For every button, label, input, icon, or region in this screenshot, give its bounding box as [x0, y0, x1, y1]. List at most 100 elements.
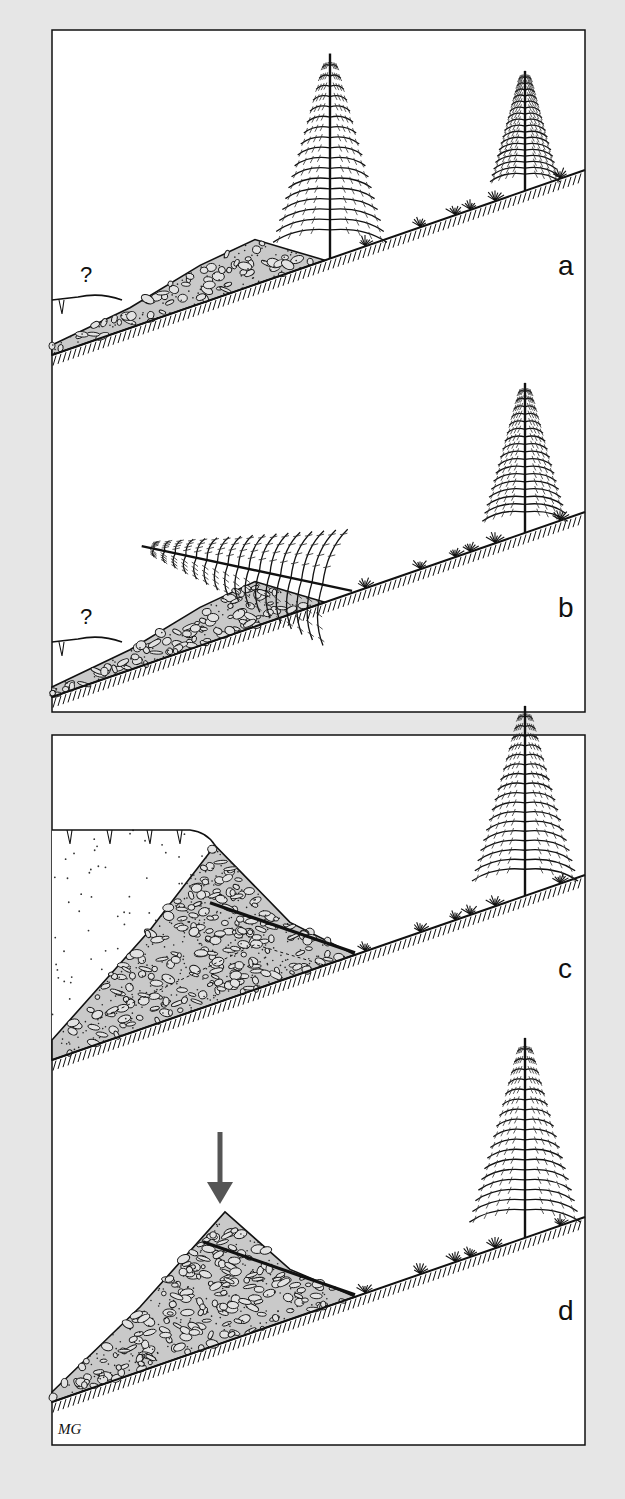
- drawing-stroke: [171, 294, 173, 296]
- drawing-stroke: [527, 86, 528, 89]
- drawing-stroke: [283, 256, 285, 258]
- drawing-stroke: [321, 86, 323, 90]
- drawing-stroke: [351, 180, 353, 184]
- drawing-stroke: [215, 627, 217, 629]
- drawing-stroke: [183, 653, 186, 663]
- drawing-stroke: [344, 96, 345, 99]
- drawing-stroke: [535, 106, 536, 109]
- drawing-stroke: [307, 632, 310, 634]
- drawing-stroke: [448, 561, 451, 571]
- drawing-stroke: [352, 190, 354, 194]
- drawing-stroke: [518, 194, 521, 204]
- drawing-stroke: [418, 571, 421, 581]
- drawing-stroke: [488, 205, 491, 215]
- drawing-stroke: [522, 92, 523, 95]
- drawing-stroke: [277, 599, 281, 602]
- drawing-stroke: [535, 437, 537, 441]
- drawing-stroke: [200, 267, 208, 274]
- drawing-stroke: [118, 675, 121, 685]
- drawing-stroke: [140, 293, 156, 306]
- drawing-stroke: [532, 404, 533, 407]
- drawing-stroke: [509, 424, 511, 428]
- drawing-stroke: [213, 585, 216, 587]
- drawing-stroke: [283, 560, 287, 563]
- drawing-stroke: [326, 62, 327, 65]
- drawing-stroke: [288, 613, 292, 616]
- drawing-stroke: [337, 124, 338, 127]
- drawing-stroke: [320, 553, 324, 556]
- drawing-stroke: [116, 657, 129, 667]
- drawing-stroke: [542, 143, 543, 146]
- drawing-stroke: [547, 168, 548, 171]
- drawing-stroke: [493, 545, 496, 555]
- drawing-stroke: [483, 548, 486, 558]
- drawing-stroke: [323, 262, 326, 272]
- drawing-stroke: [360, 190, 361, 193]
- drawing-stroke: [506, 149, 507, 152]
- drawing-stroke: [542, 454, 544, 458]
- drawing-stroke: [539, 424, 541, 428]
- drawing-stroke: [352, 147, 353, 150]
- drawing-stroke: [87, 332, 100, 337]
- drawing-stroke: [378, 228, 380, 232]
- drawing-stroke: [545, 510, 546, 513]
- drawing-stroke: [503, 506, 505, 510]
- drawing-stroke: [138, 326, 141, 336]
- drawing-stroke: [513, 501, 514, 504]
- drawing-stroke: [514, 129, 515, 132]
- drawing-stroke: [458, 215, 461, 225]
- drawing-stroke: [323, 63, 324, 66]
- drawing-stroke: [227, 535, 241, 566]
- drawing-stroke: [504, 152, 506, 156]
- drawing-stroke: [541, 446, 543, 450]
- drawing-stroke: [313, 265, 316, 275]
- drawing-stroke: [347, 230, 349, 234]
- drawing-stroke: [368, 588, 371, 598]
- drawing-stroke: [258, 952, 260, 954]
- drawing-stroke: [363, 203, 365, 207]
- drawing-stroke: [212, 580, 215, 582]
- drawing-stroke: [315, 135, 316, 138]
- drawing-stroke: [278, 278, 281, 288]
- drawing-stroke: [443, 220, 446, 230]
- drawing-stroke: [238, 534, 253, 569]
- drawing-stroke: [498, 201, 501, 211]
- drawing-stroke: [144, 840, 146, 842]
- drawing-stroke: [244, 593, 247, 595]
- drawing-stroke: [154, 658, 156, 660]
- drawing-stroke: [205, 577, 209, 580]
- drawing-stroke: [546, 452, 547, 455]
- drawing-stroke: [331, 554, 335, 557]
- drawing-stroke: [533, 159, 534, 162]
- drawing-stroke: [256, 583, 260, 586]
- drawing-stroke: [533, 412, 534, 415]
- drawing-stroke: [299, 153, 301, 157]
- drawing-stroke: [543, 146, 545, 150]
- drawing-stroke: [97, 865, 99, 867]
- drawing-stroke: [277, 239, 279, 243]
- drawing-stroke: [101, 968, 103, 970]
- drawing-stroke: [254, 544, 257, 546]
- drawing-stroke: [221, 920, 228, 925]
- drawing-stroke: [276, 551, 280, 554]
- drawing-stroke: [319, 137, 321, 141]
- drawing-stroke: [533, 189, 536, 199]
- drawing-stroke: [503, 135, 505, 139]
- drawing-stroke: [229, 549, 232, 551]
- drawing-stroke: [221, 547, 225, 550]
- drawing-stroke: [178, 856, 180, 858]
- drawing-stroke: [530, 107, 532, 111]
- drawing-stroke: [499, 177, 501, 181]
- drawing-stroke: [188, 545, 192, 548]
- drawing-stroke: [143, 324, 146, 334]
- drawing-stroke: [304, 201, 306, 205]
- drawing-stroke: [428, 567, 431, 577]
- drawing-stroke: [557, 168, 560, 177]
- drawing-stroke: [538, 460, 540, 464]
- drawing-stroke: [344, 206, 345, 209]
- drawing-stroke: [359, 182, 361, 186]
- drawing-stroke: [287, 204, 288, 207]
- drawing-stroke: [501, 141, 503, 145]
- drawing-stroke: [302, 229, 303, 232]
- drawing-stroke: [172, 548, 175, 550]
